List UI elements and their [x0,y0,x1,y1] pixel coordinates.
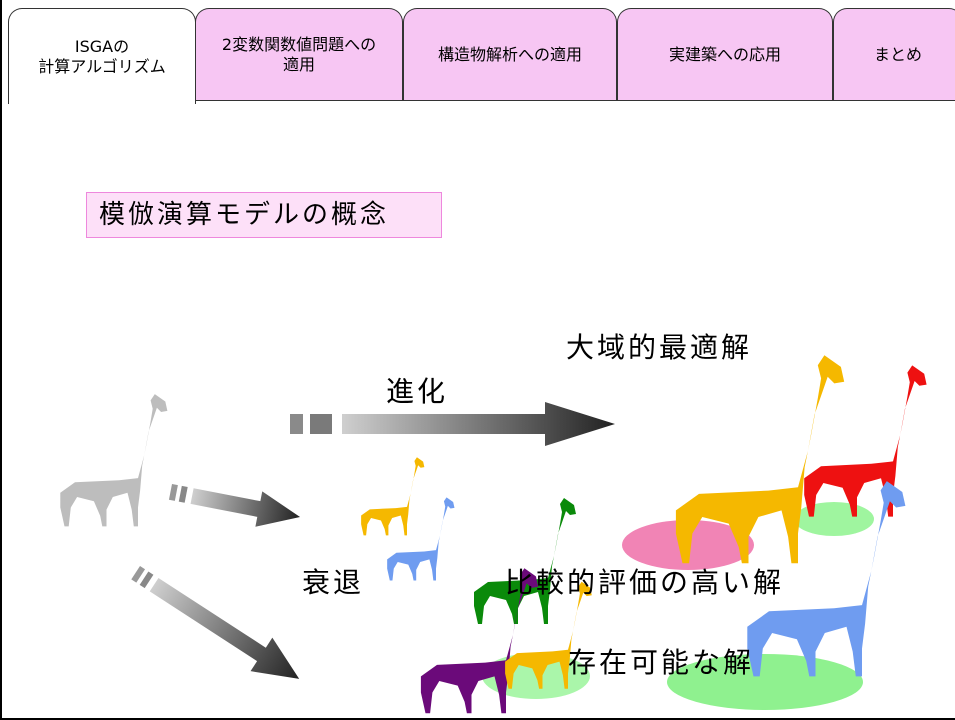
evolution-arrow [290,402,615,446]
evolution-label: 進化 [386,375,449,408]
tab-two-variable-function[interactable]: 2変数関数値問題への 適用 [195,8,403,100]
relatively-high-label: 比較的評価の高い解 [505,566,785,599]
tab-structural-analysis[interactable]: 構造物解析への適用 [403,8,617,100]
concept-title-box: 模倣演算モデルの概念 [86,192,442,238]
feasible-arrow [131,566,300,679]
ancestor-giraffe [60,394,168,527]
tab-bar-baseline [195,100,955,101]
decline-label: 衰退 [302,566,365,599]
tab-isga-algorithm[interactable]: ISGAの 計算アルゴリズム [8,8,196,104]
green-ellipse-small [794,502,874,536]
decline-arrow [168,484,301,527]
global-optimum-label: 大域的最適解 [566,331,753,364]
tab-real-architecture[interactable]: 実建築への応用 [617,8,833,100]
feasible-solution-label: 存在可能な解 [568,646,755,679]
tab-summary[interactable]: まとめ [833,8,955,100]
giraffe-yellow-decline [361,457,425,536]
